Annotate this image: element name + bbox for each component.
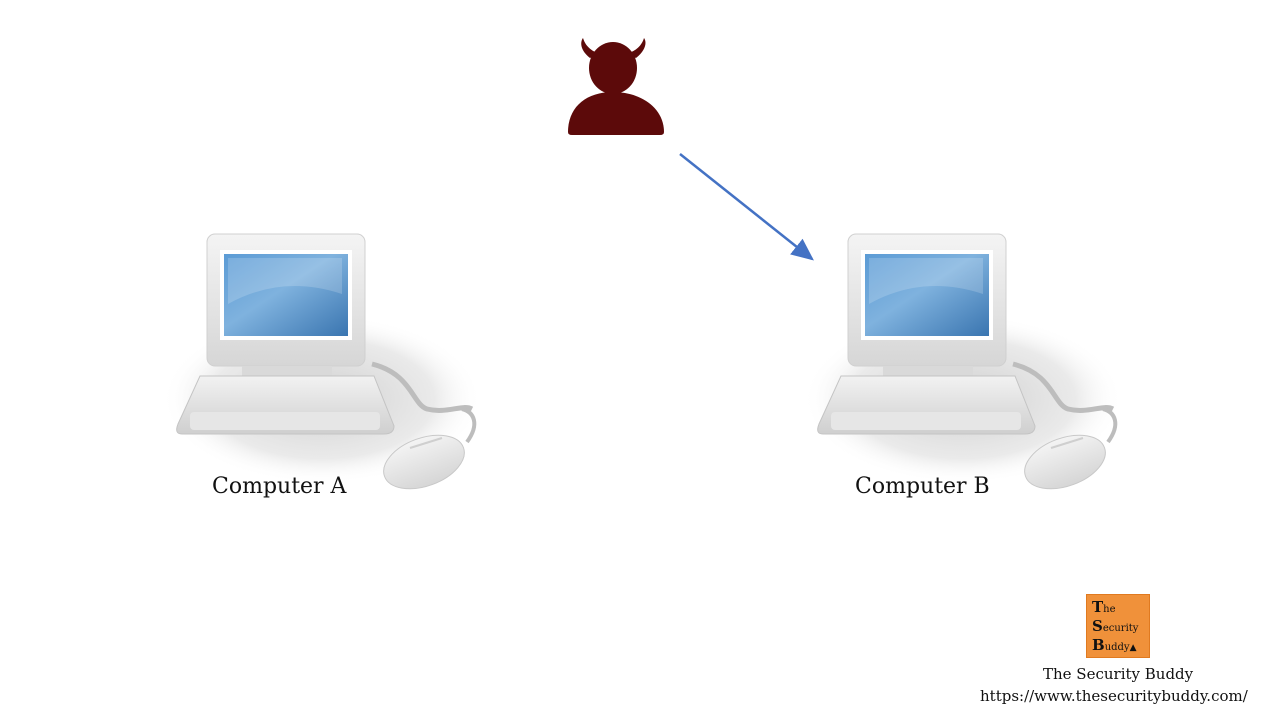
brand-url: https://www.thesecuritybuddy.com/ [980,687,1248,705]
logo-word-ecurity: ecurity [1102,623,1139,634]
brand-logo: The Security Buddy▲ [1086,594,1150,658]
logo-letter-t: T [1092,598,1104,616]
computer-b-icon [803,234,1123,499]
brand-name: The Security Buddy [1043,665,1194,683]
computer-b-label: Computer B [855,474,990,499]
computer-a-label: Computer A [212,474,347,499]
computer-a-icon [162,234,482,499]
person-icon: ▲ [1129,643,1137,653]
logo-letter-s: S [1092,617,1103,635]
devil-user-icon [568,38,664,135]
logo-letter-b: B [1092,636,1105,654]
logo-word-he: he [1103,604,1116,615]
logo-word-uddy: uddy [1104,642,1130,653]
attack-arrow [679,153,814,261]
